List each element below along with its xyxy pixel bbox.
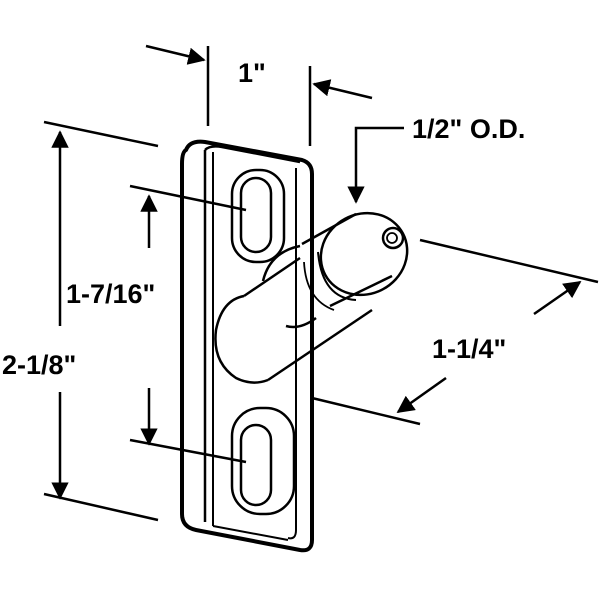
pin-length-label: 1-1/4" [432,334,506,364]
total-height-label: 2-1/8" [2,350,76,380]
hole-spacing-dimension: 1-7/16" [66,184,247,464]
hole-spacing-label: 1-7/16" [66,279,155,309]
total-height-dimension: 2-1/8" [2,120,159,522]
width-dimension-label: 1" [238,58,266,88]
mounting-plate [180,139,314,553]
pin-diameter-dimension: 1/2" O.D. [347,114,525,204]
width-dimension: 1" [145,44,373,146]
lower-mounting-slot [230,406,296,516]
pin-diameter-label: 1/2" O.D. [412,114,525,144]
hinge-pin [214,211,409,384]
upper-mounting-slot [230,168,286,264]
pin-length-dimension: 1-1/4" [311,238,599,426]
